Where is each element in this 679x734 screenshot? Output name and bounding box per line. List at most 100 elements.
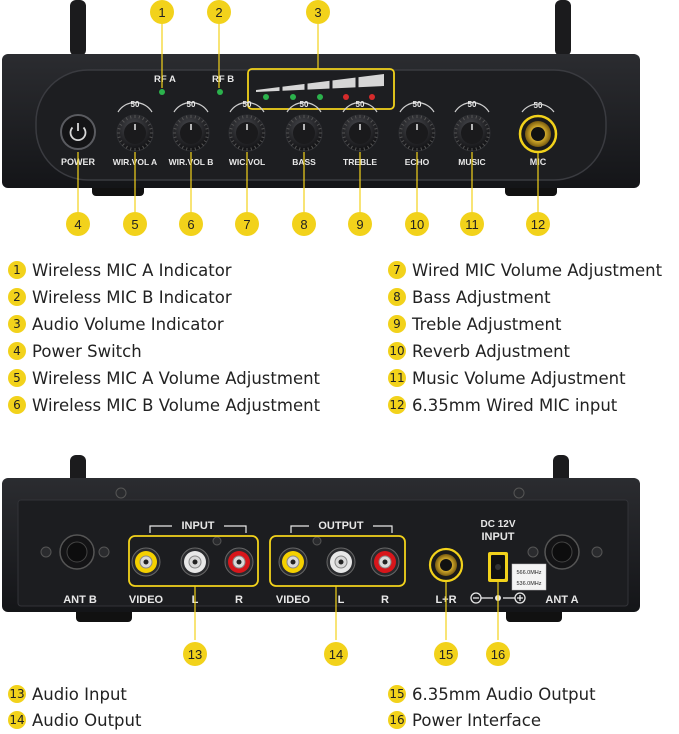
front-face	[35, 69, 607, 181]
dc-12v-label: DC 12V	[480, 519, 515, 530]
input-label: INPUT	[182, 520, 215, 532]
legend-number: 13	[8, 685, 26, 703]
callout-badge-1: 1	[150, 0, 174, 24]
freq-1: 566.0MHz	[516, 570, 541, 576]
legend-item-3: 3 Audio Volume Indicator	[8, 313, 224, 335]
callout-number: 5	[131, 217, 138, 232]
legend-item-1: 1 Wireless MIC A Indicator	[8, 259, 232, 281]
legend-item-11: 11 Music Volume Adjustment	[388, 367, 626, 389]
input-video-jack[interactable]	[131, 547, 161, 577]
legend-text: Wireless MIC B Indicator	[32, 287, 232, 307]
ant-b-label: ANT B	[63, 594, 97, 606]
rf-b-label: RF B	[212, 74, 234, 85]
legend-number: 7	[388, 261, 406, 279]
callout-number: 12	[531, 217, 545, 232]
out-l-label: L	[338, 594, 345, 606]
input-l-jack[interactable]	[180, 547, 210, 577]
freq-2: 536.0MHz	[516, 581, 541, 587]
out-r-label: R	[381, 594, 389, 606]
rf-a-label: RF A	[154, 74, 176, 85]
mic-jack[interactable]	[518, 114, 558, 154]
dc-power-jack[interactable]	[488, 552, 508, 582]
screw	[591, 546, 603, 558]
legend-text: Audio Output	[32, 710, 142, 730]
out-video-label: VIDEO	[276, 594, 311, 606]
screw	[212, 536, 222, 546]
callout-badge-2: 2	[207, 0, 231, 24]
callout-number: 15	[439, 647, 453, 662]
legend-number: 9	[388, 315, 406, 333]
legend-text: 6.35mm Wired MIC input	[412, 395, 618, 415]
output-l-jack[interactable]	[326, 547, 356, 577]
legend-number: 1	[8, 261, 26, 279]
screw	[513, 487, 525, 499]
rear-callout-lines	[194, 581, 499, 640]
callout-number: 16	[491, 647, 505, 662]
output-r-jack[interactable]	[370, 547, 400, 577]
callout-number: 10	[410, 217, 424, 232]
legend-number: 5	[8, 369, 26, 387]
callout-number: 13	[188, 647, 202, 662]
legend-item-7: 7 Wired MIC Volume Adjustment	[388, 259, 662, 281]
callout-number: 8	[300, 217, 307, 232]
ant-a-connector[interactable]	[544, 534, 580, 570]
legend-text: Wireless MIC A Indicator	[32, 260, 232, 280]
rf-a-led	[159, 89, 165, 95]
screw	[312, 536, 322, 546]
callout-number: 14	[329, 647, 343, 662]
antenna-right	[555, 0, 571, 56]
callout-badge-6: 6	[179, 212, 203, 236]
knob-scale: 50	[243, 100, 252, 109]
legend-number: 11	[388, 369, 406, 387]
screw	[115, 487, 127, 499]
callout-badge-12: 12	[526, 212, 550, 236]
callout-badge-8: 8	[292, 212, 316, 236]
legend-number: 10	[388, 342, 406, 360]
legend-text: 6.35mm Audio Output	[412, 684, 596, 704]
knob-scale: 50	[413, 100, 422, 109]
legend-text: Power Interface	[412, 710, 542, 730]
callout-number: 11	[465, 217, 479, 232]
vu-led-5	[369, 94, 375, 100]
legend-number: 3	[8, 315, 26, 333]
output-video-jack[interactable]	[278, 547, 308, 577]
knob-scale: 50	[300, 100, 309, 109]
callout-number: 9	[356, 217, 363, 232]
legend-item-15: 15 6.35mm Audio Output	[388, 683, 596, 705]
vu-led-1	[263, 94, 269, 100]
audio-output-highlight	[269, 535, 406, 587]
legend-text: Power Switch	[32, 341, 142, 361]
power-button[interactable]	[60, 114, 96, 150]
input-r-jack[interactable]	[224, 547, 254, 577]
vu-led-4	[343, 94, 349, 100]
legend-number: 15	[388, 685, 406, 703]
legend-text: Wired MIC Volume Adjustment	[412, 260, 663, 280]
callout-badge-14: 14	[324, 642, 348, 666]
callout-badge-15: 15	[434, 642, 458, 666]
knob-scale: 50	[131, 100, 140, 109]
callout-badge-11: 11	[460, 212, 484, 236]
legend-text: Audio Volume Indicator	[32, 314, 224, 334]
legend-text: Wireless MIC A Volume Adjustment	[32, 368, 321, 388]
legend-text: Music Volume Adjustment	[412, 368, 626, 388]
callout-badge-9: 9	[348, 212, 372, 236]
screw	[98, 546, 110, 558]
callout-number: 1	[158, 5, 165, 20]
legend-number: 8	[388, 288, 406, 306]
ant-b-connector[interactable]	[59, 534, 95, 570]
antenna-left	[70, 0, 86, 56]
knob-scale: 50	[356, 100, 365, 109]
screw	[527, 546, 539, 558]
audio-output-jack[interactable]	[428, 547, 464, 583]
